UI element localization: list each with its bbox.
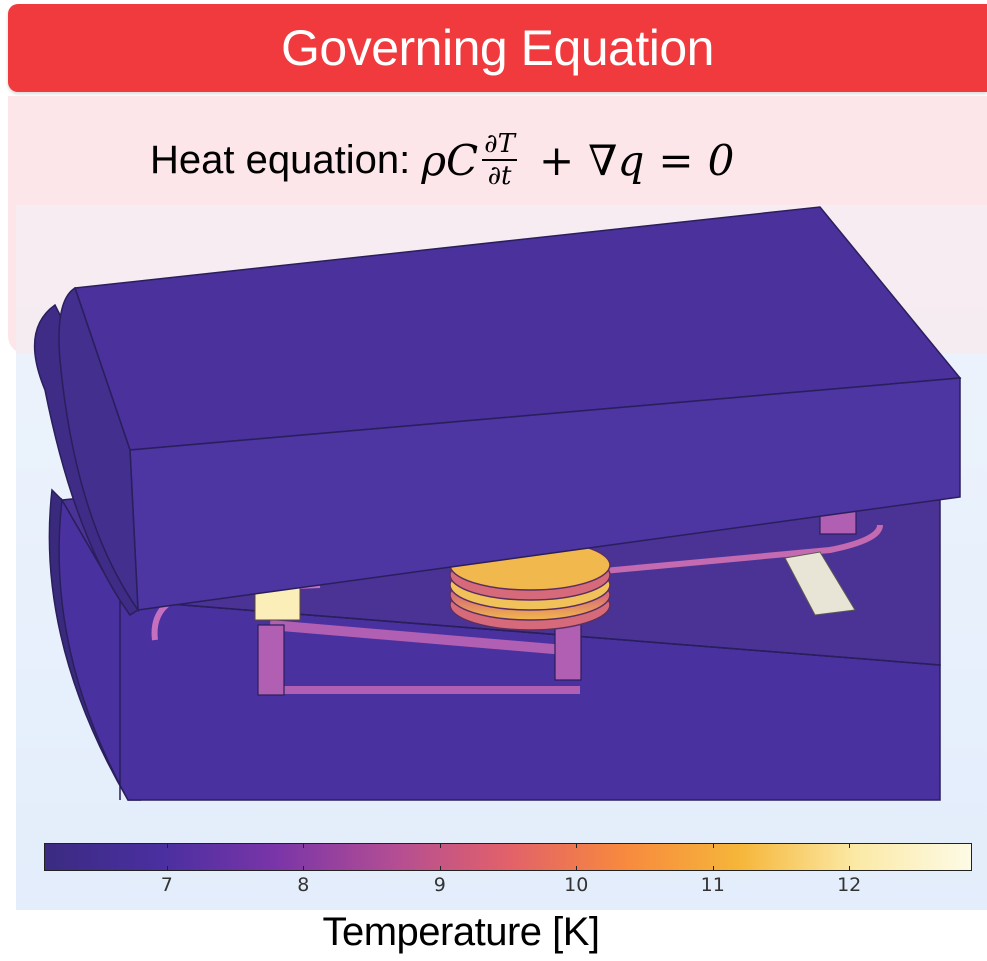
equation-rhs: 0 [707,135,735,185]
colorbar-tick-label: 11 [700,874,725,896]
colorbar-tick-label: 9 [433,874,446,896]
colorbar-tick-mark [712,843,714,848]
equation-fraction: ∂T ∂t [482,129,517,191]
colorbar-tick-mark [576,866,578,871]
heat-equation: Heat equation: ρC ∂T ∂t + ∇q = 0 [150,120,734,200]
hot-terminal-right [784,551,856,616]
fraction-numerator: ∂T [484,129,515,159]
colorbar-tick-mark [166,843,168,848]
colorbar-tick-mark [439,866,441,871]
central-coil [449,539,611,631]
upper-lid-left-face [58,286,139,613]
lower-housing-front [58,497,941,801]
colorbar-title: Temperature [K] [322,910,600,954]
colorbar-tick-label: 12 [837,874,862,896]
upper-lid [33,206,962,617]
plus-sign: + [538,135,575,185]
colorbar-tick-mark [166,866,168,871]
colorbar [44,843,972,871]
equation-lhs: ρC [421,135,479,185]
equation-label: Heat equation: [150,137,422,182]
trace [559,524,883,578]
colorbar-tick-mark [849,866,851,871]
page-title: Governing Equation [281,20,714,76]
contact-pad [257,624,285,696]
colorbar-tick-mark [576,843,578,848]
colorbar-tick-mark [712,866,714,871]
fraction-bar [482,159,517,161]
colorbar-tick-label: 10 [564,874,589,896]
colorbar-tick-mark [303,843,305,848]
title-banner: Governing Equation [8,4,987,92]
trace [269,620,566,655]
colorbar-tick-label: 8 [297,874,310,896]
colorbar-tick-mark [303,866,305,871]
fraction-denominator: ∂t [487,161,512,191]
colorbar-tick-mark [439,843,441,848]
equals-sign: = [658,135,694,185]
simulation-render [16,205,987,910]
colorbar-tick-label: 7 [160,874,173,896]
gradient-term: ∇q [588,135,645,185]
colorbar-tick-mark [849,843,851,848]
